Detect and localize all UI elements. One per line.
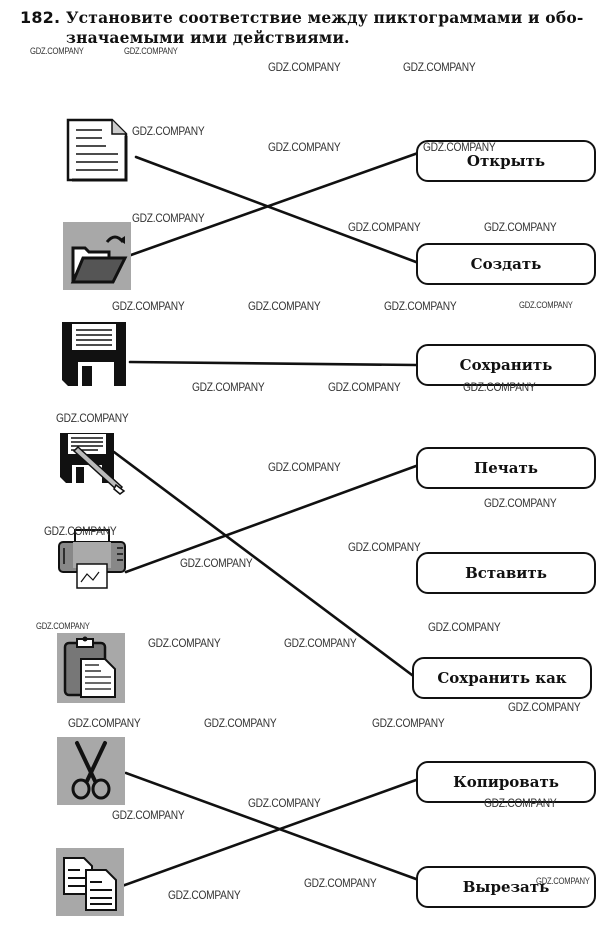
new-document-icon bbox=[64, 118, 128, 182]
watermark: GDZ.COMPANY bbox=[148, 636, 221, 650]
watermark: GDZ.COMPANY bbox=[192, 380, 265, 394]
watermark: GDZ.COMPANY bbox=[204, 716, 277, 730]
task-text-line1: Установите соответствие между пиктограмм… bbox=[65, 8, 584, 27]
printer-icon bbox=[57, 528, 127, 590]
action-box-paste: Вставить bbox=[416, 552, 596, 594]
cut-scissors-icon bbox=[57, 737, 125, 805]
save-as-floppy-pencil-icon bbox=[58, 431, 128, 495]
action-box-save: Сохранить bbox=[416, 344, 596, 386]
watermark: GDZ.COMPANY bbox=[248, 299, 321, 313]
task-text-line2: значаемыми ими действиями. bbox=[66, 28, 350, 47]
line-open-to-open bbox=[129, 151, 420, 257]
watermark: GDZ.COMPANY bbox=[519, 300, 573, 310]
watermark: GDZ.COMPANY bbox=[328, 380, 401, 394]
action-label: Вырезать bbox=[462, 878, 550, 896]
watermark: GDZ.COMPANY bbox=[68, 716, 141, 730]
watermark: GDZ.COMPANY bbox=[56, 411, 129, 425]
watermark: GDZ.COMPANY bbox=[484, 796, 557, 810]
line-saveas-to-saveas bbox=[112, 450, 418, 680]
watermark: GDZ.COMPANY bbox=[403, 60, 476, 74]
paste-clipboard-icon bbox=[57, 633, 125, 703]
watermark: GDZ.COMPANY bbox=[180, 556, 253, 570]
action-box-print: Печать bbox=[416, 447, 596, 489]
action-label: Копировать bbox=[453, 773, 559, 791]
watermark: GDZ.COMPANY bbox=[132, 124, 205, 138]
task-number: 182. bbox=[20, 8, 61, 27]
line-cut-to-cut bbox=[124, 771, 418, 881]
action-box-cut: Вырезать bbox=[416, 866, 596, 908]
watermark: GDZ.COMPANY bbox=[168, 888, 241, 902]
watermark: GDZ.COMPANY bbox=[348, 220, 421, 234]
save-floppy-icon bbox=[62, 322, 126, 386]
action-label: Сохранить как bbox=[437, 669, 567, 687]
watermark: GDZ.COMPANY bbox=[372, 716, 445, 730]
action-label: Печать bbox=[474, 459, 538, 477]
watermark: GDZ.COMPANY bbox=[484, 496, 557, 510]
line-print-to-print bbox=[124, 464, 418, 574]
action-box-open: Открыть bbox=[416, 140, 596, 182]
line-save-to-save bbox=[128, 360, 418, 367]
watermark: GDZ.COMPANY bbox=[30, 46, 84, 56]
watermark: GDZ.COMPANY bbox=[112, 299, 185, 313]
watermark: GDZ.COMPANY bbox=[423, 140, 496, 154]
action-label: Сохранить bbox=[459, 356, 553, 374]
watermark: GDZ.COMPANY bbox=[124, 46, 178, 56]
action-label: Вставить bbox=[465, 564, 547, 582]
watermark: GDZ.COMPANY bbox=[248, 796, 321, 810]
open-folder-icon bbox=[63, 222, 131, 290]
watermark: GDZ.COMPANY bbox=[268, 60, 341, 74]
watermark: GDZ.COMPANY bbox=[112, 808, 185, 822]
watermark: GDZ.COMPANY bbox=[536, 876, 590, 886]
action-box-copy: Копировать bbox=[416, 761, 596, 803]
watermark: GDZ.COMPANY bbox=[268, 460, 341, 474]
watermark: GDZ.COMPANY bbox=[36, 621, 90, 631]
line-new-to-create bbox=[134, 155, 418, 264]
action-box-create: Создать bbox=[416, 243, 596, 285]
action-label: Открыть bbox=[466, 152, 546, 170]
watermark: GDZ.COMPANY bbox=[508, 700, 581, 714]
line-copy-to-copy bbox=[120, 778, 418, 888]
watermark: GDZ.COMPANY bbox=[428, 620, 501, 634]
watermark: GDZ.COMPANY bbox=[384, 299, 457, 313]
copy-documents-icon bbox=[56, 848, 124, 916]
watermark: GDZ.COMPANY bbox=[132, 211, 205, 225]
watermark: GDZ.COMPANY bbox=[268, 140, 341, 154]
task-statement: 182. Установите соответствие между пикто… bbox=[20, 8, 605, 48]
watermark: GDZ.COMPANY bbox=[284, 636, 357, 650]
watermark: GDZ.COMPANY bbox=[348, 540, 421, 554]
action-label: Создать bbox=[470, 255, 542, 273]
watermark: GDZ.COMPANY bbox=[304, 876, 377, 890]
watermark: GDZ.COMPANY bbox=[44, 524, 117, 538]
action-box-save-as: Сохранить как bbox=[412, 657, 592, 699]
watermark: GDZ.COMPANY bbox=[484, 220, 557, 234]
watermark: GDZ.COMPANY bbox=[463, 380, 536, 394]
